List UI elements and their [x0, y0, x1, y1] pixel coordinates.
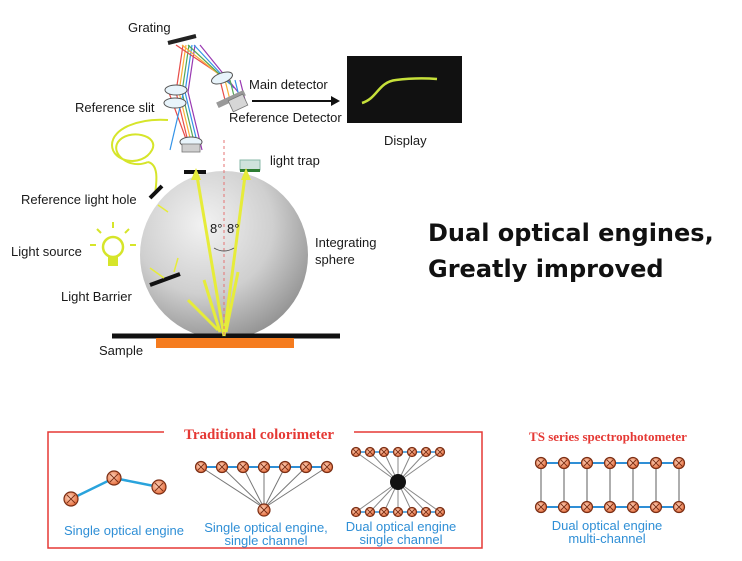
node: [392, 446, 404, 458]
node: [434, 446, 446, 458]
node: [320, 460, 334, 474]
ts-caption-1: Dual optical engine: [552, 518, 663, 533]
hour-link: [355, 451, 399, 483]
channel-nodes: [63, 446, 686, 518]
node: [299, 460, 313, 474]
integrating-sphere-label-2: sphere: [315, 252, 355, 267]
single-channel-diagram: [196, 466, 333, 509]
node: [626, 500, 640, 514]
node: [364, 506, 376, 518]
node: [236, 460, 250, 474]
node: [434, 506, 446, 518]
node: [406, 506, 418, 518]
node: [278, 460, 292, 474]
dual-engine-single-channel-diagram: [352, 451, 444, 513]
light-bulb-icon: [90, 222, 136, 266]
node: [672, 500, 686, 514]
node: [350, 446, 362, 458]
ts-caption-2: multi-channel: [568, 531, 645, 546]
angle-right-label: 8°: [227, 221, 239, 236]
main-detector-label: Main detector: [249, 77, 328, 92]
caption-single-channel-1: Single optical engine,: [204, 520, 328, 535]
node: [257, 460, 271, 474]
hour-link: [355, 481, 399, 513]
fan-link: [242, 466, 265, 509]
sample: [156, 338, 294, 348]
fan-link: [200, 466, 265, 509]
reference-light-hole-label: Reference light hole: [21, 192, 137, 207]
node: [257, 503, 271, 517]
light-barrier-label: Light Barrier: [61, 289, 132, 304]
light-trap: [239, 159, 261, 171]
grating-plate: [167, 34, 197, 45]
node: [649, 456, 663, 470]
light-barrier: [149, 272, 181, 287]
node: [603, 500, 617, 514]
reference-slit-label: Reference slit: [75, 100, 155, 115]
display-curve: [361, 77, 438, 105]
reference-fibre-coil: [110, 118, 169, 196]
fan-link: [263, 466, 286, 509]
node: [557, 456, 571, 470]
integrating-sphere-label-1: Integrating: [315, 235, 376, 250]
node: [63, 491, 79, 507]
caption-dual-engine-1: Dual optical engine: [346, 519, 457, 534]
hub: [390, 474, 406, 490]
node: [364, 446, 376, 458]
yellow-beams: [186, 175, 247, 337]
node: [420, 506, 432, 518]
beam-arrowheads: [191, 168, 251, 180]
light-trap-label: light trap: [270, 153, 320, 168]
node: [626, 456, 640, 470]
node: [378, 506, 390, 518]
fan-link: [263, 466, 328, 509]
tagline-line-2: Greatly improved: [428, 255, 664, 283]
node: [557, 500, 571, 514]
caption-dual-engine-2: single channel: [359, 532, 442, 547]
node: [106, 470, 122, 486]
node: [420, 446, 432, 458]
node: [534, 456, 548, 470]
caption-single-channel-2: single channel: [224, 533, 307, 548]
display-label: Display: [384, 133, 427, 148]
angle-left-label: 8°: [210, 221, 222, 236]
sample-label: Sample: [99, 343, 143, 358]
node: [215, 460, 229, 474]
hour-link: [397, 451, 441, 483]
node: [194, 460, 208, 474]
reference-light-hole-port: [148, 184, 164, 200]
node: [580, 456, 594, 470]
reference-detector-label: Reference Detector: [229, 110, 342, 125]
node: [406, 446, 418, 458]
detector-heads: [181, 89, 249, 153]
fan-link: [221, 466, 265, 509]
node: [672, 456, 686, 470]
caption-single-engine: Single optical engine: [64, 523, 184, 538]
node: [603, 456, 617, 470]
display-screen: [347, 56, 462, 123]
ts-series-title: TS series spectrophotometer: [529, 429, 687, 444]
node: [649, 500, 663, 514]
node: [534, 500, 548, 514]
node: [580, 500, 594, 514]
ts-multi-channel-diagram: [536, 462, 684, 508]
node: [378, 446, 390, 458]
hour-link: [397, 481, 441, 513]
small-rays: [149, 204, 179, 279]
node: [350, 506, 362, 518]
grating-label: Grating: [128, 20, 171, 35]
angle-arc: [213, 247, 235, 252]
node: [151, 479, 167, 495]
node: [392, 506, 404, 518]
light-source-label: Light source: [11, 244, 82, 259]
tagline-line-1: Dual optical engines,: [428, 219, 714, 247]
fan-link: [263, 466, 307, 509]
traditional-title: Traditional colorimeter: [184, 427, 334, 443]
